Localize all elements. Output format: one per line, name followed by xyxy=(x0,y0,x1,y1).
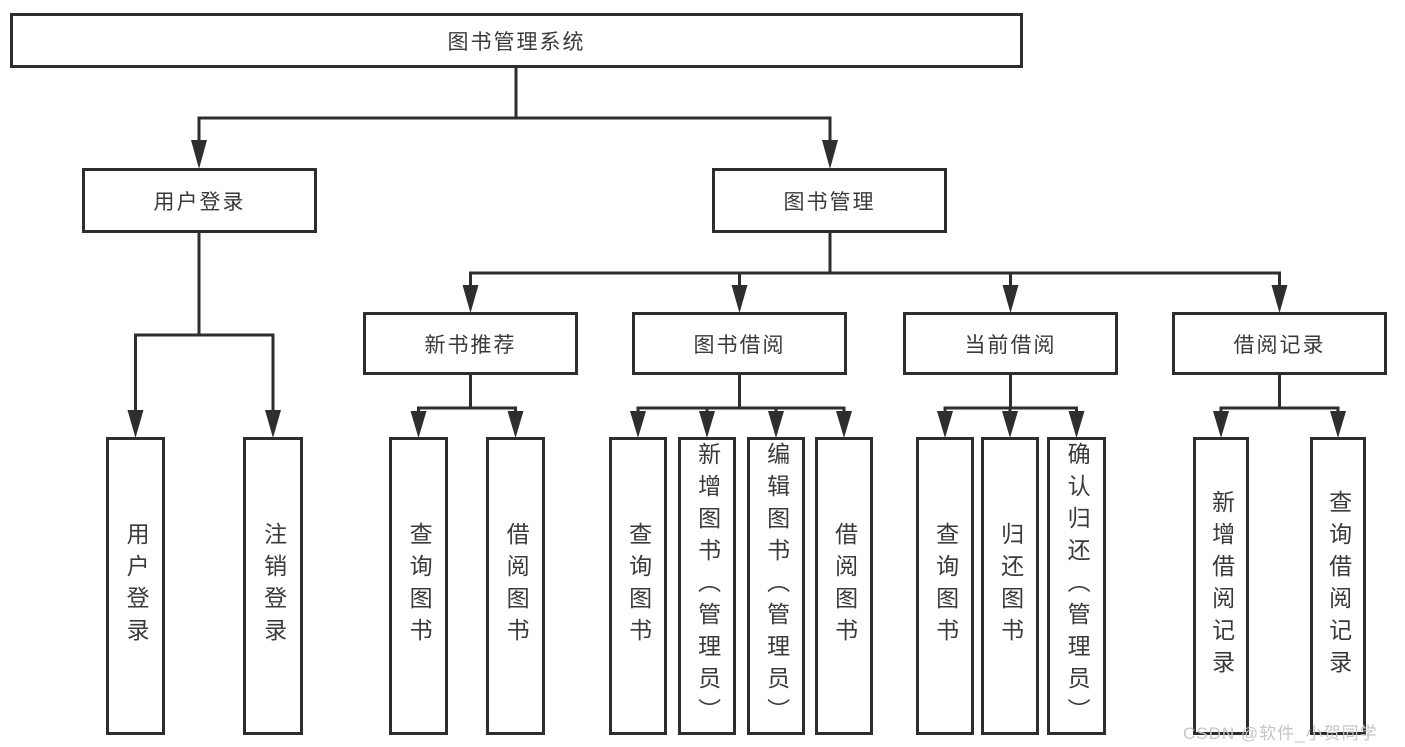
node-label: 新增借阅记录 xyxy=(1208,490,1235,682)
leaf-borrow-books: 借阅图书 xyxy=(815,437,873,735)
node-label: 图书管理系统 xyxy=(447,30,586,54)
edge-user-login-to-children xyxy=(134,233,275,415)
leaf-add-book-admin: 新增图书（管理员） xyxy=(678,437,736,735)
leaf-query-books-borrowing: 查询图书 xyxy=(609,437,667,735)
edge-borrowing-records-to-children xyxy=(1219,375,1340,416)
node-new-book-recommendation: 新书推荐 xyxy=(363,312,578,375)
node-book-management: 图书管理 xyxy=(712,168,947,233)
node-label: 借阅图书 xyxy=(503,522,530,650)
node-label: 新增图书（管理员） xyxy=(694,442,721,730)
edge-new-book-to-children xyxy=(417,375,517,416)
leaf-query-books-recommend: 查询图书 xyxy=(389,437,448,735)
edge-current-borrowing-to-children xyxy=(943,375,1078,416)
node-label: 编辑图书（管理员） xyxy=(763,442,790,730)
node-label: 归还图书 xyxy=(997,522,1024,650)
node-book-borrowing: 图书借阅 xyxy=(632,312,847,375)
leaf-edit-book-admin: 编辑图书（管理员） xyxy=(747,437,805,735)
edge-book-management-to-level3 xyxy=(469,233,1281,291)
leaf-add-borrow-record: 新增借阅记录 xyxy=(1193,437,1249,735)
leaf-confirm-return-admin: 确认归还（管理员） xyxy=(1047,437,1106,735)
node-label: 查询图书 xyxy=(406,522,433,650)
node-label: 借阅图书 xyxy=(831,522,858,650)
node-label: 借阅记录 xyxy=(1233,333,1326,357)
csdn-watermark: CSDN @软件_小贺同学 xyxy=(1183,724,1378,743)
node-label: 用户登录 xyxy=(123,522,150,650)
node-label: 用户登录 xyxy=(153,190,246,214)
leaf-query-books-current: 查询图书 xyxy=(916,437,974,735)
node-label: 确认归还（管理员） xyxy=(1064,442,1091,730)
node-label: 查询图书 xyxy=(932,522,959,650)
leaf-borrow-books-recommend: 借阅图书 xyxy=(486,437,545,735)
leaf-user-login: 用户登录 xyxy=(106,437,165,735)
edge-book-borrowing-to-children xyxy=(636,375,846,416)
node-label: 新书推荐 xyxy=(424,333,517,357)
node-label: 查询图书 xyxy=(625,522,652,650)
node-user-login: 用户登录 xyxy=(82,168,317,233)
node-label: 注销登录 xyxy=(260,522,287,650)
leaf-query-borrow-record: 查询借阅记录 xyxy=(1310,437,1366,735)
node-label: 当前借阅 xyxy=(964,333,1057,357)
node-current-borrowing: 当前借阅 xyxy=(903,312,1118,375)
node-label: 图书管理 xyxy=(783,190,876,214)
leaf-return-book: 归还图书 xyxy=(981,437,1039,735)
node-label: 图书借阅 xyxy=(693,333,786,357)
node-borrowing-records: 借阅记录 xyxy=(1172,312,1387,375)
leaf-logout: 注销登录 xyxy=(243,437,303,735)
node-label: 查询借阅记录 xyxy=(1325,490,1352,682)
arrowheads xyxy=(127,140,1346,438)
edge-root-to-level2 xyxy=(197,68,832,146)
node-library-management-system: 图书管理系统 xyxy=(10,13,1023,68)
